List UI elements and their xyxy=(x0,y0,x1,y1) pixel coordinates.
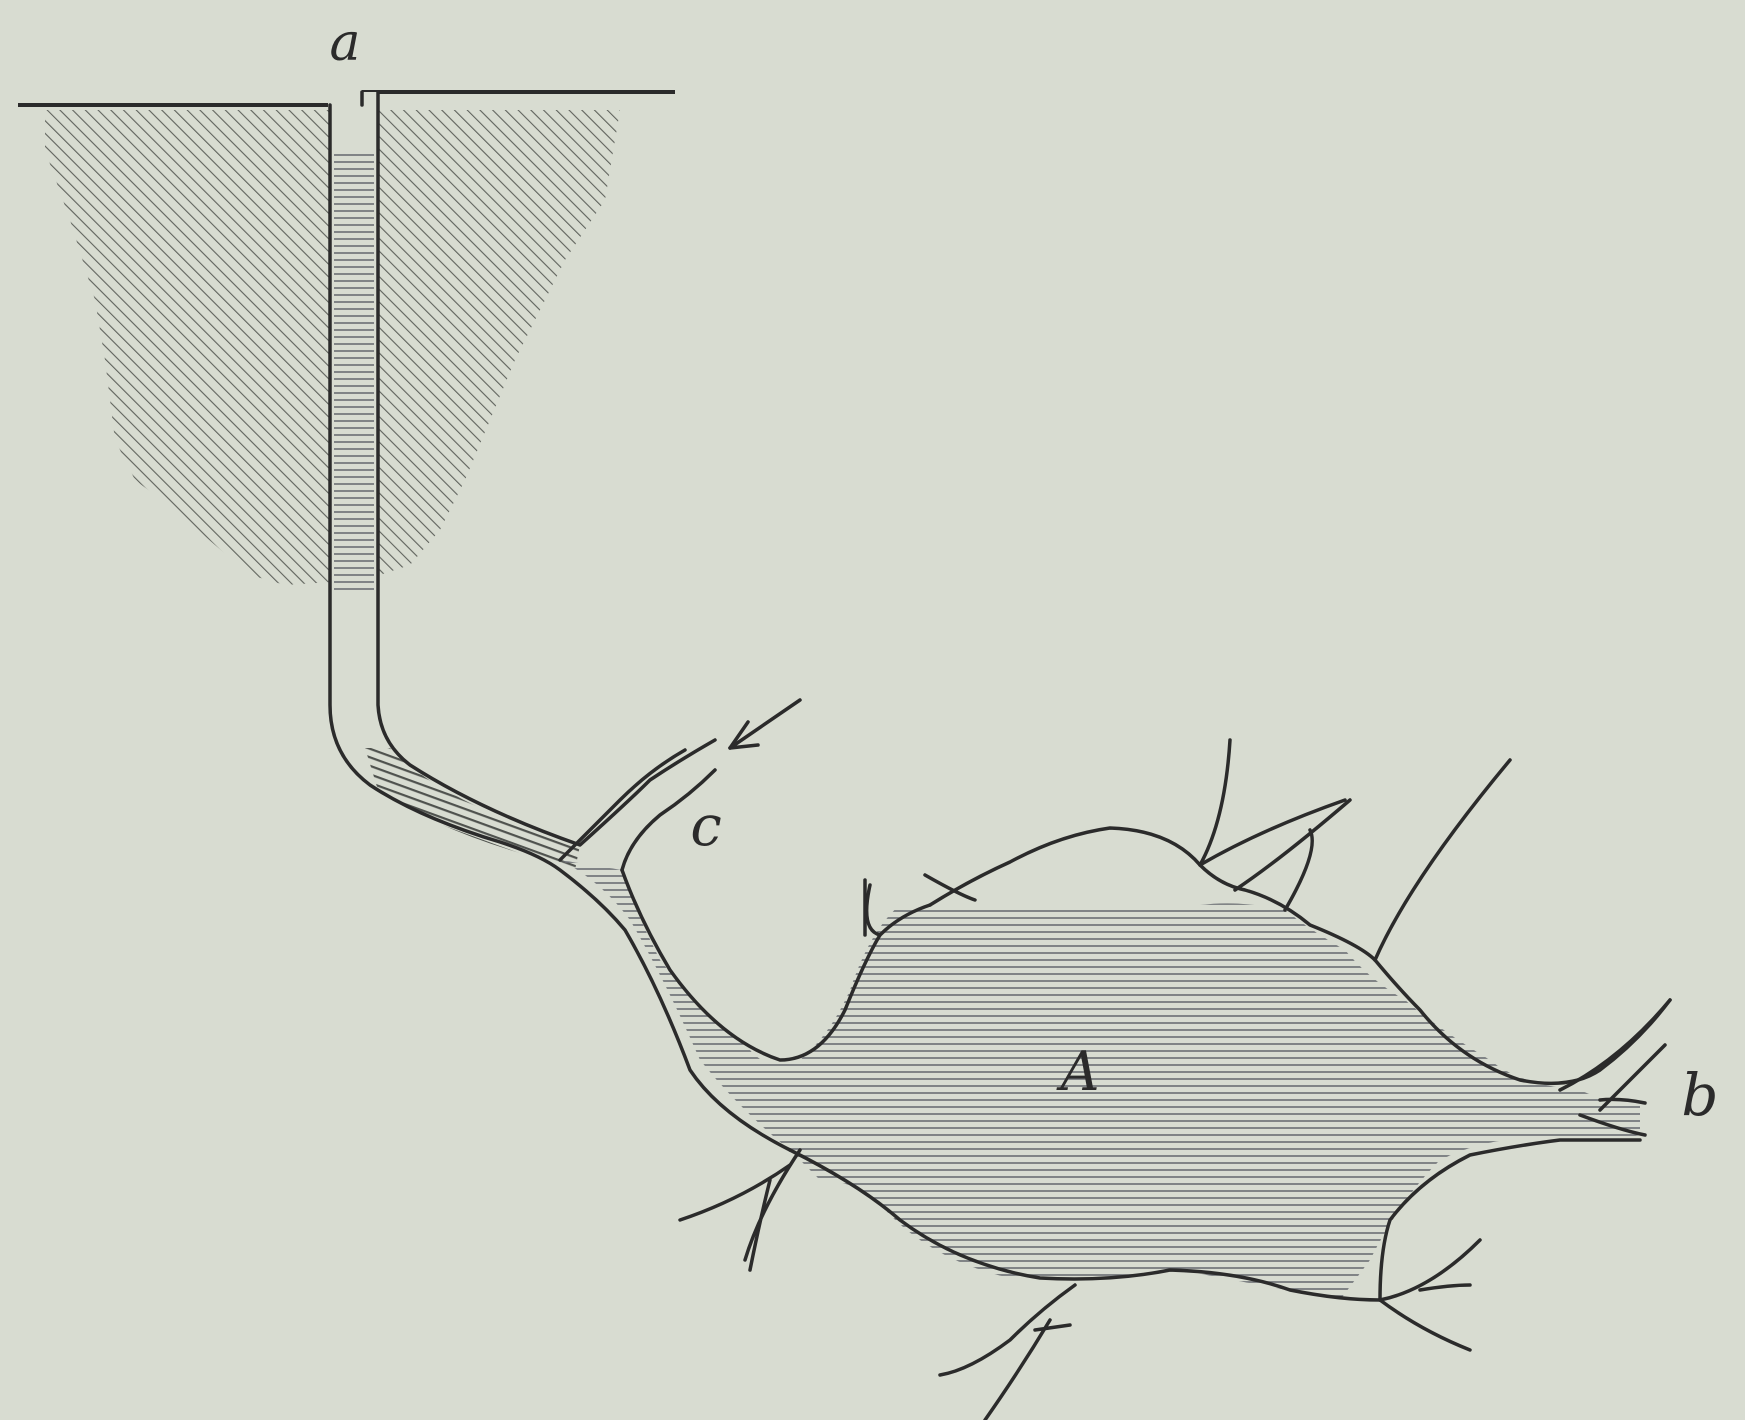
label-a: a xyxy=(329,13,360,73)
cave-chamber-fill xyxy=(560,860,1640,1300)
arrow-icon xyxy=(730,700,800,748)
label-c: c xyxy=(690,794,721,859)
label-A: A xyxy=(1056,1040,1100,1103)
label-b: b xyxy=(1681,1061,1718,1129)
well-water-column xyxy=(334,150,374,590)
